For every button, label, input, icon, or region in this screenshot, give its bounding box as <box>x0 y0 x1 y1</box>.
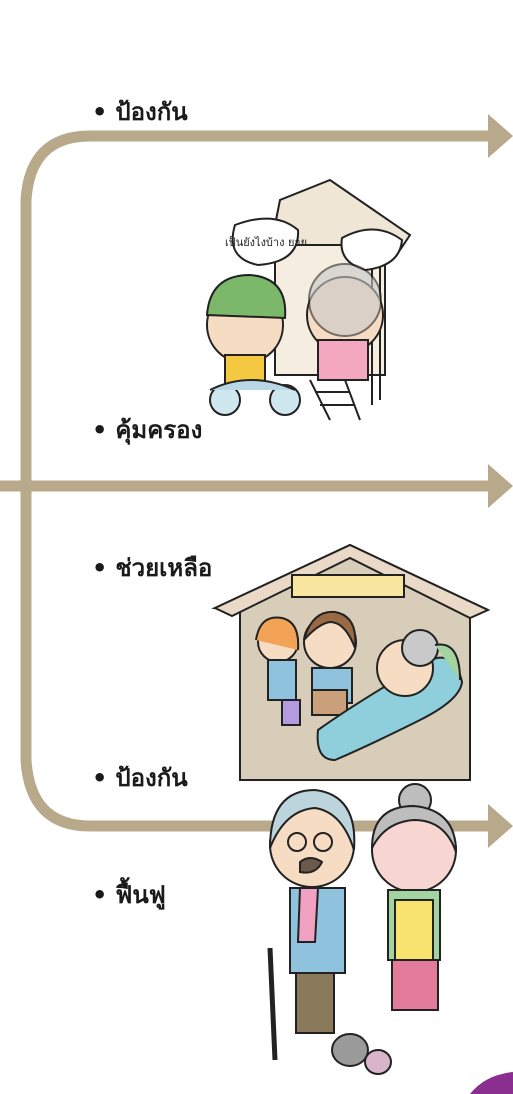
arrow-right-icon <box>488 464 513 508</box>
label-text: ป้องกัน <box>115 98 188 126</box>
motorbike-visit-scene: เป็นยังไงบ้าง ยาย <box>205 178 412 421</box>
bullet-icon: • <box>92 881 108 909</box>
label-text: ฟื้นฟู <box>115 881 166 909</box>
arrow-right-icon <box>488 804 513 848</box>
label-item-5: •ฟื้นฟู <box>92 875 166 914</box>
corner-accent-shape <box>470 1072 513 1094</box>
label-text: ช่วยเหลือ <box>115 554 213 582</box>
house-scene <box>211 543 491 781</box>
bracket-line <box>0 130 496 832</box>
bullet-icon: • <box>92 764 108 792</box>
label-item-2: •คุ้มครอง <box>92 410 202 449</box>
speech-bubble-text: เป็นยังไงบ้าง ยาย <box>225 235 307 249</box>
arrow-right-icon <box>488 114 513 158</box>
elderly-couple-scene <box>267 783 457 1075</box>
label-text: คุ้มครอง <box>115 416 203 444</box>
bullet-icon: • <box>92 554 108 582</box>
label-item-3: •ช่วยเหลือ <box>92 548 212 587</box>
label-item-1: •ป้องกัน <box>92 92 188 131</box>
bullet-icon: • <box>92 416 108 444</box>
bullet-icon: • <box>92 98 108 126</box>
label-item-4: •ป้องกัน <box>92 758 188 797</box>
label-text: ป้องกัน <box>115 764 188 792</box>
